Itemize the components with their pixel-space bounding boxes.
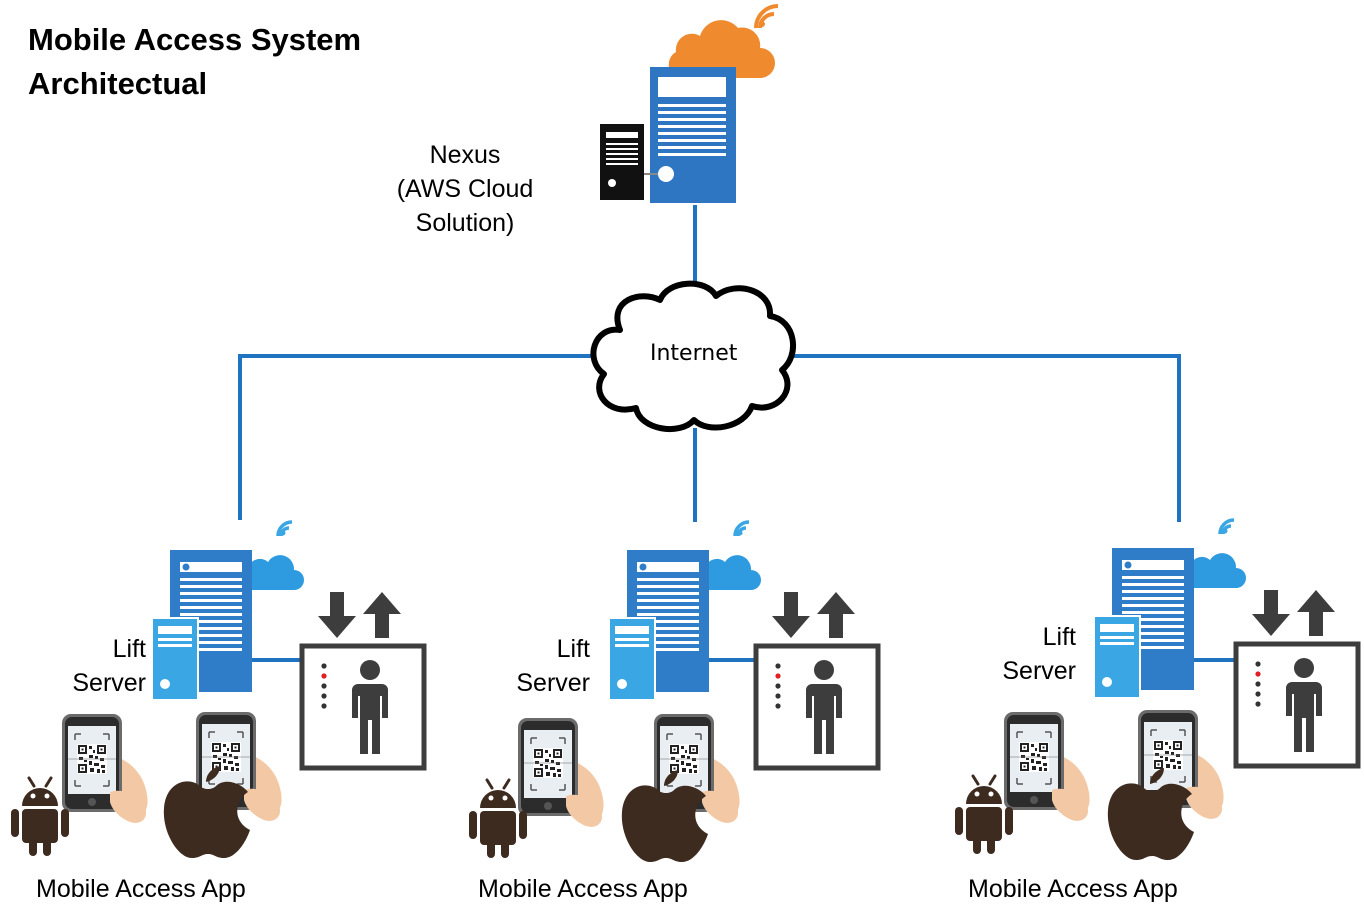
- wifi-icon: [754, 4, 779, 29]
- network-links: [238, 205, 1234, 662]
- lift-server-label-line: Lift: [1042, 623, 1076, 651]
- mobile-app-label-1: Mobile Access App: [36, 875, 246, 903]
- lift-server-label-line: Server: [72, 669, 146, 697]
- mobile-app-label-2: Mobile Access App: [478, 875, 688, 903]
- lift-server-label-line: Lift: [556, 635, 590, 663]
- android-icon: [9, 776, 71, 858]
- lift-server-label-3: Lift Server: [976, 620, 1076, 688]
- mobile-app-label-3: Mobile Access App: [968, 875, 1178, 903]
- nexus-server-group: [600, 4, 779, 203]
- lift-server-label-line: Lift: [112, 635, 146, 663]
- diagram-title-line-1: Mobile Access System: [28, 22, 362, 57]
- server-icon: [650, 67, 736, 203]
- nexus-label: Nexus (AWS Cloud Solution): [385, 138, 545, 240]
- cloud-icon: [668, 20, 775, 78]
- nexus-label-line: Solution): [415, 209, 515, 237]
- smartphone-icon: [62, 714, 148, 823]
- elevator-icon: [302, 592, 424, 768]
- lift-server-label-line: Server: [1002, 657, 1076, 685]
- nexus-label-line: (AWS Cloud: [396, 175, 534, 203]
- site-3: [953, 520, 1358, 860]
- lift-server-label-2: Lift Server: [490, 632, 590, 700]
- diagram-title-line-2: Architectual: [28, 66, 208, 101]
- internet-label: Internet: [650, 341, 738, 366]
- lift-server-icon: [1094, 520, 1246, 698]
- smartphone-icon: [518, 718, 604, 827]
- desktop-tower-icon: [600, 124, 658, 200]
- lift-server-label-1: Lift Server: [46, 632, 146, 700]
- internet-cloud-icon: [590, 280, 797, 433]
- smartphone-icon: [1004, 712, 1090, 821]
- elevator-icon: [1236, 590, 1358, 766]
- lift-server-icon: [152, 522, 304, 700]
- link-internet-site-3: [787, 354, 1181, 522]
- lift-server-icon: [609, 522, 761, 700]
- nexus-label-line: Nexus: [429, 141, 501, 169]
- elevator-icon: [756, 592, 878, 768]
- link-internet-site-1: [238, 354, 605, 520]
- lift-server-label-line: Server: [516, 669, 590, 697]
